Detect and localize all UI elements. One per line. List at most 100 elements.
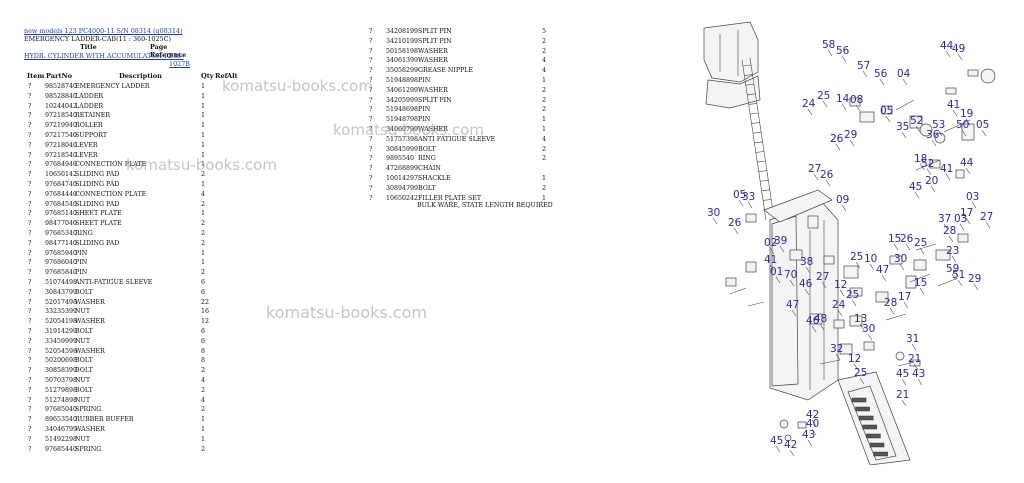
cell-description: SPRING [75, 445, 102, 453]
cell-description: LADDER [75, 92, 104, 100]
cell-description: WASHER [418, 126, 448, 133]
bolt [729, 287, 747, 295]
leader-line [902, 78, 908, 86]
leader-line [769, 264, 775, 272]
cell-description: NUT [75, 377, 91, 384]
callout-number: 29 [968, 273, 981, 285]
cell-qty: 2 [201, 386, 206, 394]
cell-description: BOLT [418, 145, 436, 153]
callout-number: 01 [770, 266, 783, 278]
bolt [937, 277, 959, 287]
callout-number: 35 [896, 121, 909, 133]
callout-number: 25 [846, 289, 859, 301]
callout-number: 12 [834, 279, 847, 291]
cell-partno: 97686040 [45, 259, 78, 267]
cell-item: ? [28, 220, 32, 228]
cell-partno: 51948698 [386, 106, 419, 114]
cell-qty: 1 [542, 126, 547, 133]
col-ref: Ref [215, 72, 228, 80]
cell-partno: 50158198 [386, 47, 419, 55]
cell-partno: 51948898 [386, 77, 419, 84]
leader-line [911, 343, 917, 351]
ladder-rung [750, 112, 759, 115]
cell-qty: 8 [201, 347, 206, 355]
callout-number: 27 [980, 211, 993, 223]
leader-line [931, 139, 937, 147]
callout-number: 26 [820, 169, 834, 181]
cell-qty: 1 [201, 259, 206, 267]
cell-qty: 1 [201, 83, 206, 90]
callout-number: 70 [784, 269, 797, 281]
cell-description: SHEET PLATE [75, 220, 122, 228]
cell-partno: 9895540 [386, 155, 415, 163]
callout-number: 23 [946, 245, 959, 257]
cell-qty: 6 [201, 337, 206, 345]
hardware-part [859, 111, 875, 123]
leader-line [948, 235, 954, 243]
cell-description: WASHER [418, 86, 448, 94]
cell-item: ? [369, 28, 373, 35]
cell-partno: 51757398 [386, 135, 419, 143]
cell-partno: 98528740 [45, 83, 78, 90]
cell-partno: 98477140 [45, 239, 78, 247]
leader-line [775, 445, 781, 453]
cell-partno: 97218540 [45, 151, 78, 159]
leader-line [738, 199, 744, 207]
callout-number: 33 [742, 191, 755, 203]
cell-item: ? [28, 269, 32, 277]
cell-item: ? [28, 337, 32, 345]
callout-number: 45 [909, 181, 922, 193]
cell-description: SUPPORT [75, 132, 108, 139]
cell-partno: 97685040 [45, 406, 78, 414]
frame-slot [869, 442, 885, 448]
cell-qty: 1 [201, 161, 206, 169]
col-item: Item [27, 72, 45, 80]
callout-number: 03 [954, 213, 967, 225]
leader-line [775, 276, 781, 284]
document-header: new models 123 PC4000-11 S/N 08314 (g083… [24, 27, 190, 68]
leader-line [859, 323, 865, 331]
hardware-part [955, 169, 965, 179]
callout-number: 57 [857, 60, 870, 72]
cell-item: ? [28, 357, 32, 365]
cell-partno: 97218540 [45, 112, 78, 120]
cell-partno: 51274898 [45, 396, 78, 404]
hardware-part [961, 123, 975, 141]
cell-item: ? [369, 37, 373, 45]
hardware-part [779, 419, 789, 429]
leader-line [855, 261, 861, 269]
bolt [819, 359, 841, 365]
leader-line [901, 131, 907, 139]
callout-number: 56 [836, 45, 850, 57]
leader-lines [712, 49, 991, 457]
cell-partno: 50200698 [45, 357, 78, 365]
title-link[interactable]: HYDR. CYLINDER WITH ACCUMULATOR 12 [24, 52, 172, 60]
cell-qty: 2 [542, 47, 547, 55]
page-ref-link[interactable]: 535-1027B [169, 52, 190, 68]
leader-line [901, 378, 907, 386]
leader-line [789, 449, 795, 457]
leader-line [981, 129, 987, 137]
cell-description: SLIDING PAD [75, 200, 120, 208]
cell-qty: 4 [201, 377, 206, 384]
cell-item: ? [28, 141, 32, 149]
model-link[interactable]: new models 123 PC4000-11 S/N 08314 (g083… [24, 27, 183, 35]
cell-item: ? [28, 367, 32, 375]
cell-qty: 2 [542, 145, 547, 153]
leader-line [903, 301, 909, 309]
cell-qty: 12 [201, 318, 210, 326]
callout-number: 30 [894, 253, 907, 265]
callout-number: 38 [800, 256, 813, 268]
leader-line [821, 281, 827, 289]
callout-number: 21 [896, 389, 909, 401]
callout-number: 36 [926, 129, 940, 141]
cell-qty: 1 [201, 151, 206, 159]
column-headers: Item PartNo Description Qty Ref Alt [27, 72, 247, 81]
cell-qty: 2 [542, 96, 547, 104]
cell-item: ? [28, 151, 32, 159]
callout-number: 24 [802, 98, 816, 110]
cell-item: ? [28, 416, 32, 424]
cell-description: PIN [75, 249, 88, 257]
cell-qty: 2 [201, 269, 206, 277]
